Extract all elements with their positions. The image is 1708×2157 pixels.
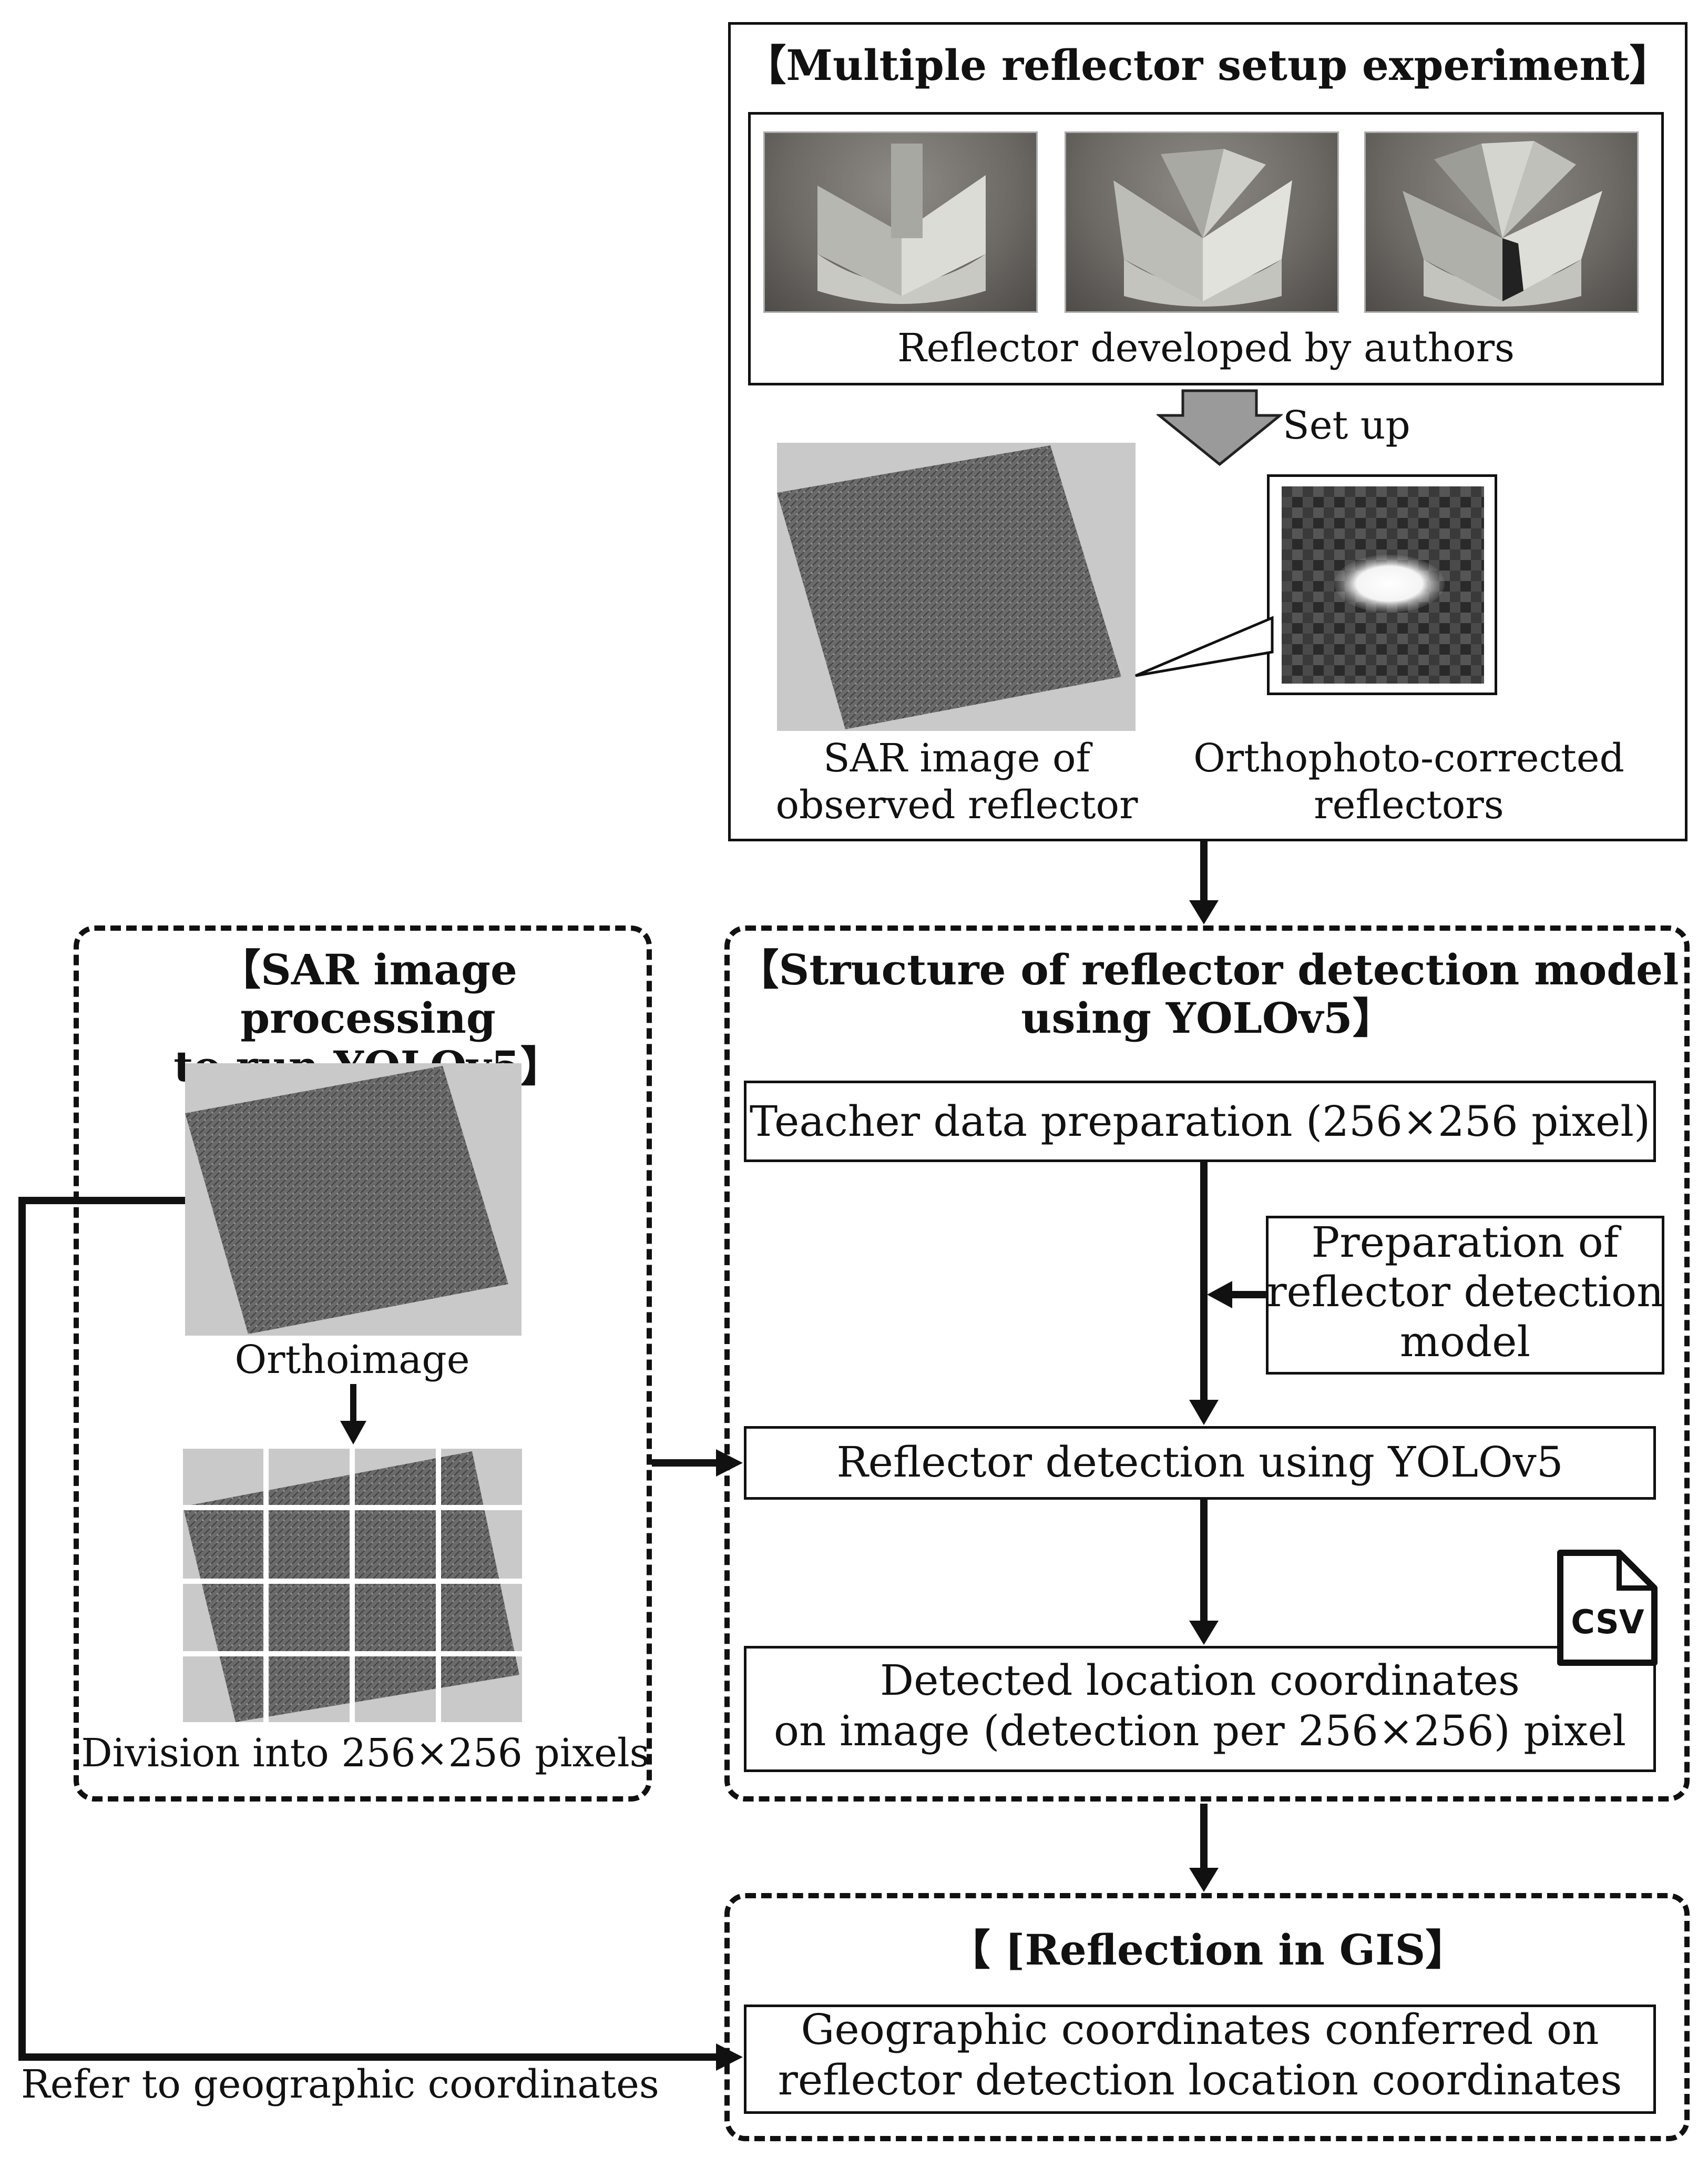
- teacher-data-box: [744, 1081, 1656, 1162]
- photos-caption: Reflector developed by authors: [897, 325, 1515, 371]
- orthoimage-terrain-icon: [185, 1066, 508, 1334]
- geo-coords-box: [744, 2005, 1656, 2114]
- arrowhead-icon: [1207, 1281, 1232, 1308]
- arrowhead-icon: [1189, 900, 1219, 924]
- reflector-photo-1: [763, 131, 1038, 313]
- orthoimage: [185, 1063, 521, 1336]
- sar-terrain-icon: [777, 445, 1121, 729]
- csv-label: CSV: [1571, 1603, 1644, 1641]
- gis-panel: [724, 1893, 1690, 2141]
- reflector-photo-2: [1065, 131, 1339, 313]
- reflector-shape-icon: [1113, 149, 1292, 307]
- detected-coords-box: [744, 1646, 1656, 1772]
- ortho-zoom-image: [1282, 486, 1484, 684]
- sar-image: [777, 443, 1136, 731]
- teacher-data-label: Teacher data preparation (256×256 pixel): [749, 1097, 1651, 1146]
- sar-caption: SAR image of observed reflector: [775, 736, 1138, 828]
- reflector-shape-icon: [1403, 141, 1602, 307]
- geo-coords-label: Geographic coordinates conferred on refl…: [778, 2005, 1622, 2104]
- processing-panel: [74, 925, 652, 1802]
- divided-image: [183, 1449, 522, 1722]
- preparation-label: Preparation of reflector detection model: [1266, 1218, 1664, 1366]
- gis-title: 【 [Reflection in GIS】: [948, 1925, 1468, 1975]
- division-label: Division into 256×256 pixels: [81, 1731, 650, 1776]
- model-panel: [724, 925, 1690, 1802]
- setup-arrow-icon: [1157, 389, 1283, 466]
- reflector-photo-3: [1364, 131, 1639, 313]
- csv-file-icon: [1557, 1550, 1658, 1666]
- reflector-shape-icon: [817, 144, 986, 304]
- setup-label: Set up: [1283, 403, 1410, 448]
- arrowhead-icon: [716, 2043, 743, 2071]
- arrowhead-icon: [1189, 1868, 1219, 1892]
- preparation-box: [1266, 1216, 1664, 1375]
- arrowhead-icon: [716, 1449, 743, 1477]
- experiment-title: 【Multiple reflector setup experiment】: [744, 40, 1672, 90]
- detection-box: [744, 1426, 1656, 1500]
- model-title: 【Structure of reflector detection model …: [737, 945, 1679, 1043]
- detection-label: Reflector detection using YOLOv5: [836, 1438, 1563, 1487]
- zoom-callout: [1135, 616, 1274, 677]
- refer-label: Refer to geographic coordinates: [21, 2062, 659, 2107]
- orthoimage-to-gis-line: [18, 1197, 720, 2061]
- ortho-caption: Orthophoto-corrected reflectors: [1193, 736, 1624, 828]
- arrowhead-icon: [1189, 1400, 1219, 1425]
- orthoimage-label: Orthoimage: [234, 1337, 470, 1382]
- grid-division-icon: [183, 1449, 522, 1722]
- detected-coords-label: Detected location coordinates on image (…: [773, 1656, 1627, 1755]
- processing-arrow-icon: [340, 1384, 366, 1444]
- arrowhead-icon: [1189, 1621, 1219, 1645]
